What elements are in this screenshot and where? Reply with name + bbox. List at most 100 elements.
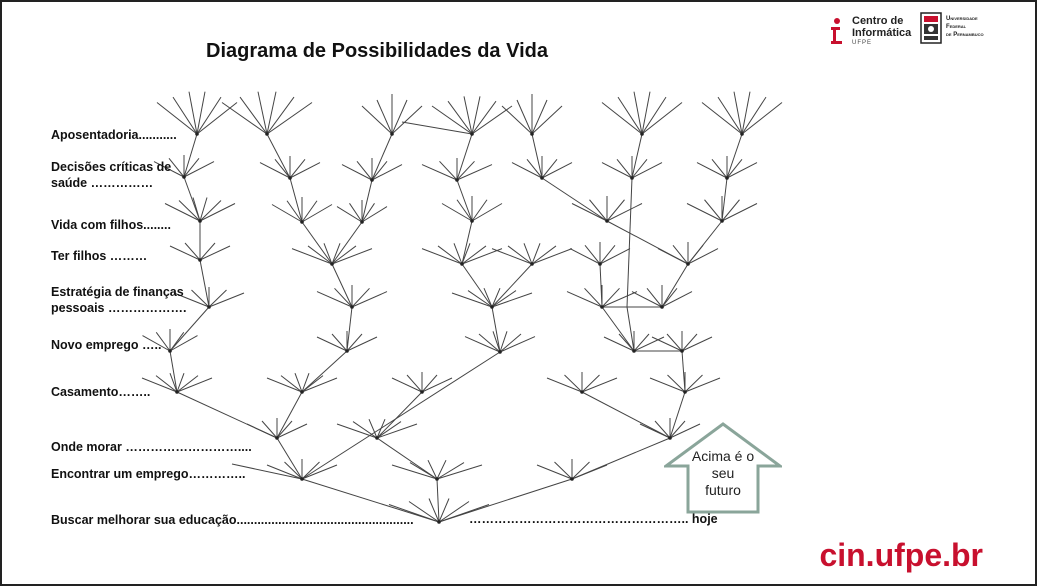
tree-branch [616, 158, 633, 179]
tree-branch [172, 96, 198, 135]
tree-branch [421, 248, 463, 265]
tree-branch [307, 245, 333, 265]
tree-branch [438, 504, 490, 523]
tree-branch [603, 336, 635, 352]
tree-node [455, 178, 459, 182]
tree-branch [467, 290, 493, 308]
tree-branch [192, 197, 201, 222]
label-aposentadoria: Aposentadoria........... [51, 128, 177, 142]
tree-branch [221, 102, 268, 135]
tree-branch [669, 391, 686, 439]
ufpe-logo-line1: Universidade [946, 16, 978, 22]
tree-branch [291, 248, 333, 265]
tree-branch [531, 105, 563, 135]
tree-branch [199, 203, 236, 222]
footer-url: cin.ufpe.br [819, 537, 983, 573]
tree-branch [631, 291, 663, 308]
tree-branch [601, 287, 620, 308]
tree-branch [169, 245, 201, 261]
tree-branch [687, 248, 719, 265]
tree-branch [456, 164, 493, 181]
ufpe-crest-icon [920, 12, 942, 44]
tree-branch [371, 164, 403, 181]
tree-branch [289, 162, 321, 179]
tree-branch [391, 377, 423, 393]
tree-branch [581, 374, 600, 393]
tree-branch [633, 333, 650, 352]
tree-node [686, 262, 690, 266]
tree-branch [571, 461, 590, 480]
label-decisoes-saude: Decisões críticas de saúde …………… [51, 160, 172, 190]
tree-node [370, 178, 374, 182]
tree-branch [491, 288, 501, 308]
tree-branch [507, 245, 533, 265]
tree-branch [276, 437, 303, 480]
tree-node [390, 132, 394, 136]
tree-branch [266, 133, 291, 179]
tree-branch [266, 377, 303, 393]
tree-branch [566, 291, 603, 308]
tree-node [345, 349, 349, 353]
tree-node [420, 390, 424, 394]
tree-branch [169, 373, 178, 393]
tree-branch [704, 199, 723, 222]
cin-logo-line3: UFPE [852, 40, 873, 46]
tree-branch [331, 333, 348, 352]
tree-branch [523, 243, 533, 265]
tree-branch [349, 203, 363, 223]
tree-branch [721, 199, 740, 222]
tree-branch [626, 177, 633, 308]
tree-node [300, 390, 304, 394]
tree-branch [456, 179, 473, 222]
tree-branch [334, 287, 353, 308]
tree-branch [301, 478, 440, 523]
tree-branch [356, 160, 373, 181]
ufpe-logo-line3: de Pernambuco [946, 32, 984, 38]
tree-branch [169, 306, 210, 352]
tree-node [490, 305, 494, 309]
tree-branch [606, 203, 643, 222]
tree-node [570, 477, 574, 481]
tree-branch [501, 105, 533, 135]
tree-branch [584, 244, 601, 265]
tree-branch [461, 245, 487, 265]
ufpe-logo-line2: Federal [946, 24, 967, 30]
tree-branch [641, 96, 667, 135]
tree-branch [199, 242, 216, 261]
today-line-label: …………………………………………….. hoje [469, 512, 718, 526]
tree-branch [421, 374, 438, 393]
tree-branch [461, 243, 471, 265]
tree-branch [626, 306, 635, 352]
tree-branch [541, 158, 558, 179]
tree-branch [599, 248, 631, 265]
tree-node [207, 305, 211, 309]
tree-branch [672, 244, 689, 265]
tree-branch [361, 105, 393, 135]
tree-branch [633, 91, 643, 135]
tree-branch [651, 336, 683, 352]
label-casamento: Casamento…….. [51, 385, 151, 399]
tree-branch [266, 91, 277, 135]
tree-branch [721, 177, 728, 222]
tree-branch [176, 375, 199, 393]
tree-branch [331, 263, 353, 308]
tree-branch [289, 158, 306, 179]
tree-branch [246, 423, 278, 439]
tree-branch [531, 99, 548, 135]
tree-branch [301, 375, 324, 393]
tree-branch [301, 373, 310, 393]
tree-branch [196, 91, 206, 135]
tree-branch [271, 204, 303, 223]
arrow-caption-line3: futuro [705, 482, 741, 498]
tree-node [330, 262, 334, 266]
tree-branch [447, 100, 473, 135]
tree-branch [408, 501, 440, 523]
tree-branch [276, 391, 303, 439]
tree-branch [284, 461, 303, 480]
tree-branch [336, 206, 363, 223]
tree-branch [199, 245, 231, 261]
tree-branch [173, 292, 210, 308]
tree-node [668, 436, 672, 440]
tree-branch [581, 391, 671, 439]
arrow-caption: Acima é o seu futuro [682, 448, 764, 499]
